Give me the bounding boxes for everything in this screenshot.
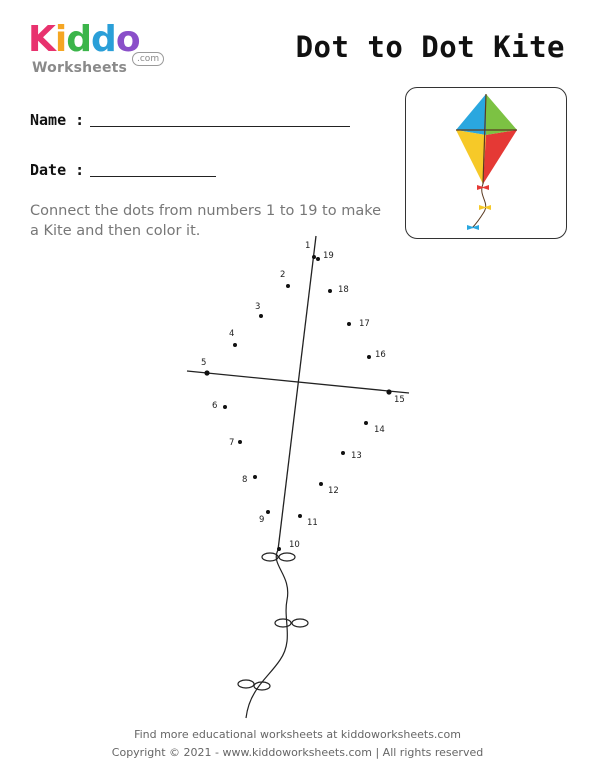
dot-label-13: 13 (351, 451, 362, 461)
dot-label-18: 18 (338, 285, 349, 295)
dot-15 (386, 389, 392, 395)
dot-label-5: 5 (201, 358, 206, 368)
logo-wordmark: K i d d o (28, 22, 178, 58)
dot-label-17: 17 (359, 319, 370, 329)
dot-13 (341, 451, 345, 455)
dot-label-10: 10 (289, 540, 300, 550)
dot-label-14: 14 (374, 425, 385, 435)
dot-6 (223, 405, 227, 409)
logo-letter-i: i (54, 19, 67, 60)
logo-subtitle: Worksheets (32, 60, 128, 76)
logo-letter-k: K (28, 19, 56, 60)
dot-1 (312, 255, 316, 259)
kite-spine-line (277, 235, 317, 551)
tail-bow-1 (261, 552, 296, 562)
dot-label-9: 9 (259, 515, 264, 525)
dot-label-2: 2 (280, 270, 285, 280)
dot-11 (298, 514, 302, 518)
logo-com-badge: .com (132, 52, 165, 66)
dot-label-16: 16 (375, 350, 386, 360)
footer-copyright: Copyright © 2021 - www.kiddoworksheets.c… (111, 746, 484, 759)
dot-9 (266, 510, 270, 514)
logo-letter-d2: d (91, 19, 117, 60)
dot-8 (253, 475, 257, 479)
dot-label-6: 6 (212, 401, 217, 411)
dot-12 (319, 482, 323, 486)
dot-label-4: 4 (229, 329, 234, 339)
dot-label-1: 1 (305, 241, 310, 251)
dot-19 (316, 257, 320, 261)
footer-promo: Find more educational worksheets at kidd… (134, 728, 461, 741)
dot-label-19: 19 (323, 251, 334, 261)
dot-2 (286, 284, 290, 288)
tail-bow-2 (274, 618, 309, 628)
dot-7 (238, 440, 242, 444)
reference-kite-image (456, 93, 517, 230)
dot-label-12: 12 (328, 486, 339, 496)
name-field[interactable] (90, 126, 350, 127)
dot-10 (277, 547, 281, 551)
dot-14 (364, 421, 368, 425)
dot-5 (204, 370, 210, 376)
kite-cross-line (186, 370, 410, 394)
dot-17 (347, 322, 351, 326)
tail-bow-3 (237, 679, 271, 691)
dot-4 (233, 343, 237, 347)
dot-label-7: 7 (229, 438, 234, 448)
name-label: Name : (30, 111, 85, 129)
date-label: Date : (30, 161, 85, 179)
dot-label-15: 15 (394, 395, 405, 405)
kite-tail (237, 549, 309, 719)
dot-label-11: 11 (307, 518, 318, 528)
page-title: Dot to Dot Kite (295, 30, 565, 64)
dot-18 (328, 289, 332, 293)
instructions-text: Connect the dots from numbers 1 to 19 to… (30, 203, 382, 239)
dot-label-8: 8 (242, 475, 247, 485)
logo-letter-d1: d (66, 19, 92, 60)
dot-label-3: 3 (255, 302, 260, 312)
dot-3 (259, 314, 263, 318)
dot-16 (367, 355, 371, 359)
date-field[interactable] (90, 176, 216, 177)
logo-letter-o: o (115, 19, 141, 60)
reference-kite-frame (405, 87, 567, 239)
kiddo-worksheets-logo: K i d d o Worksheets .com (28, 22, 178, 82)
